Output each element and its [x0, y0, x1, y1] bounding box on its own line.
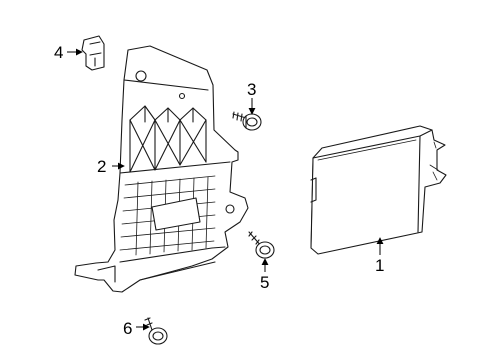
callout-6: 6: [123, 319, 132, 338]
control-module-part: [310, 125, 447, 255]
callout-3: 3: [247, 80, 256, 99]
bracket-part: [74, 45, 249, 293]
screw-part-6: [144, 317, 168, 345]
callout-4: 4: [54, 43, 63, 62]
callout-1: 1: [375, 256, 384, 275]
screw-part-5: [248, 231, 275, 259]
callout-2: 2: [97, 157, 106, 176]
callout-5: 5: [260, 273, 269, 292]
clip-part-4: [81, 35, 105, 71]
screw-part-3: [232, 111, 262, 131]
